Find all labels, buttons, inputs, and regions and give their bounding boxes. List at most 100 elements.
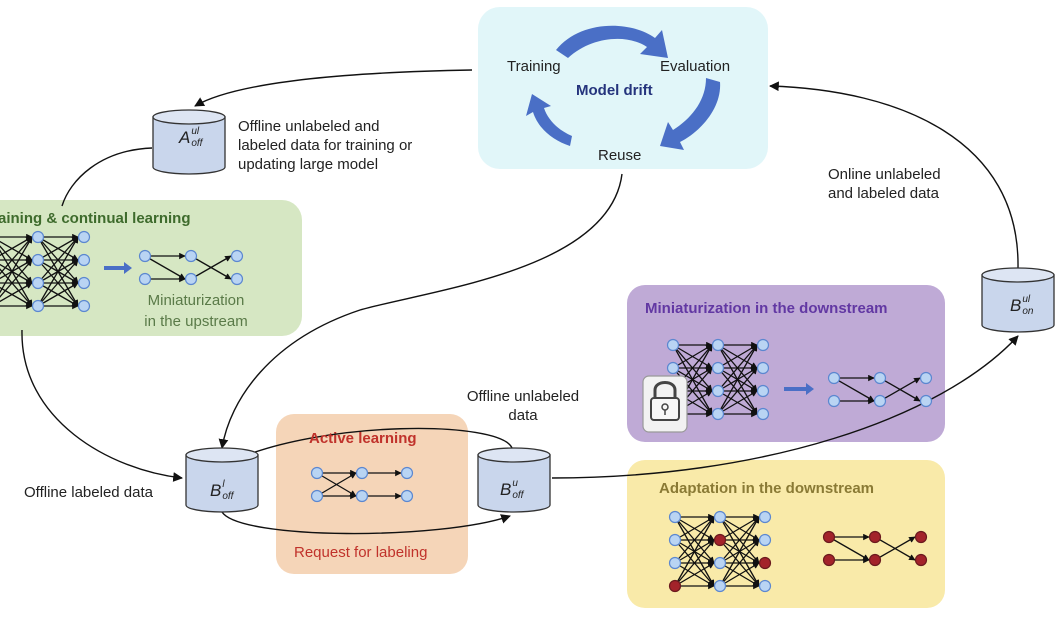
network-edge [674,516,715,541]
downstream-adapt-small-network [822,530,928,567]
network-node [756,338,770,352]
b-on-caption-line-1: Online unlabeled [828,166,941,183]
downstream-mini-small-network [827,371,933,408]
network-node [868,530,882,544]
network-edge [144,255,186,280]
cycle-arrow-reuse-to-training [526,94,572,146]
network-edge [674,516,715,587]
upstream-large-network [0,230,91,313]
upstream-box-title: aining & continual learning [0,210,191,227]
downstream-mini-title: Miniaturization in the downstream [645,300,888,317]
cycle-arrow-training-to-evaluation [556,25,668,58]
network-node [873,394,887,408]
downstream-transform-arrow [784,383,814,395]
network-node [77,253,91,267]
network-node [713,556,727,570]
active-learning-subtitle: Request for labeling [294,544,428,561]
upstream-subtitle-line-1: Miniaturization [147,292,245,309]
network-edge [719,516,760,541]
network-node [138,272,152,286]
network-edge [719,516,760,564]
network-node [668,533,682,547]
network-edge [316,472,357,497]
network-node [758,556,772,570]
network-node [668,510,682,524]
b-off-l-base: B [210,481,222,500]
network-node [77,299,91,313]
network-node [184,272,198,286]
b-on-caption: Online unlabeled and labeled data [828,165,941,203]
b-on-caption-line-2: and labeled data [828,185,939,202]
connections [21,69,1019,535]
network-node [822,530,836,544]
network-node [756,384,770,398]
edge-model-to-a-off [194,69,473,107]
downstream-mini-box [627,285,945,442]
network-node [822,553,836,567]
network-node [868,553,882,567]
b-off-u-caption-line-1: Offline unlabeled [466,388,580,405]
b-on-sub: on [1022,306,1034,317]
network-edge [717,390,758,415]
network-edge [828,536,870,561]
active-learning-title: Active learning [309,430,417,447]
network-node [31,253,45,267]
a-off-sup: ul [191,126,200,137]
edge-b-on-to-model [769,81,1019,269]
network-edge [719,562,760,587]
a-off-caption-line-3: updating large model [238,156,379,173]
network-node [230,272,244,286]
a-off-sub: off [191,138,203,149]
network-edge [0,236,33,257]
transform-arrows [104,262,814,395]
network-node [77,276,91,290]
network-node [138,249,152,263]
network-edge [717,367,758,415]
network-edge [0,259,33,298]
b-on-base: B [1010,296,1022,315]
edge-reuse-to-b-off-l [218,173,623,449]
network-node [400,489,414,503]
upstream-small-network [138,249,244,286]
network-node [355,489,369,503]
cycle-label-reuse: Reuse [598,147,642,164]
a-off-caption: Offline unlabeled and labeled data for t… [238,117,412,174]
upstream-transform-arrow [104,262,132,274]
network-edge [874,536,916,561]
edge-b-off-l-to-b-off-u [221,511,511,535]
network-edge [0,236,33,275]
network-edge [0,282,33,303]
network-node [310,489,324,503]
a-off-caption-line-1: Offline unlabeled and [238,118,380,135]
b-on-sup: ul [1022,294,1031,305]
b-off-l-caption: Offline labeled data [24,484,153,501]
network-node [914,530,928,544]
network-edge [672,344,713,369]
b-off-u-base: B [500,480,512,499]
edge-b-off-u-to-b-on [551,335,1019,479]
database-a-off-ul [152,109,226,175]
cycle-label-evaluation: Evaluation [660,58,731,75]
network-node [31,299,45,313]
downstream-adapt-large-network [668,510,772,593]
network-edge [879,377,921,402]
database-b-off-l [185,447,259,513]
network-node [400,466,414,480]
b-off-l-sub: off [222,491,234,502]
cycle-label-training: Training [507,58,561,75]
network-node [827,394,841,408]
network-node [711,361,725,375]
network-node [756,407,770,421]
network-node [77,230,91,244]
network-edge [190,255,232,280]
network-node [756,361,770,375]
network-edge [719,516,760,587]
b-off-u-sup: u [512,478,518,489]
b-off-u-caption-line-2: data [508,407,538,424]
network-edge [717,344,758,415]
network-node [758,533,772,547]
network-edge [717,344,758,369]
